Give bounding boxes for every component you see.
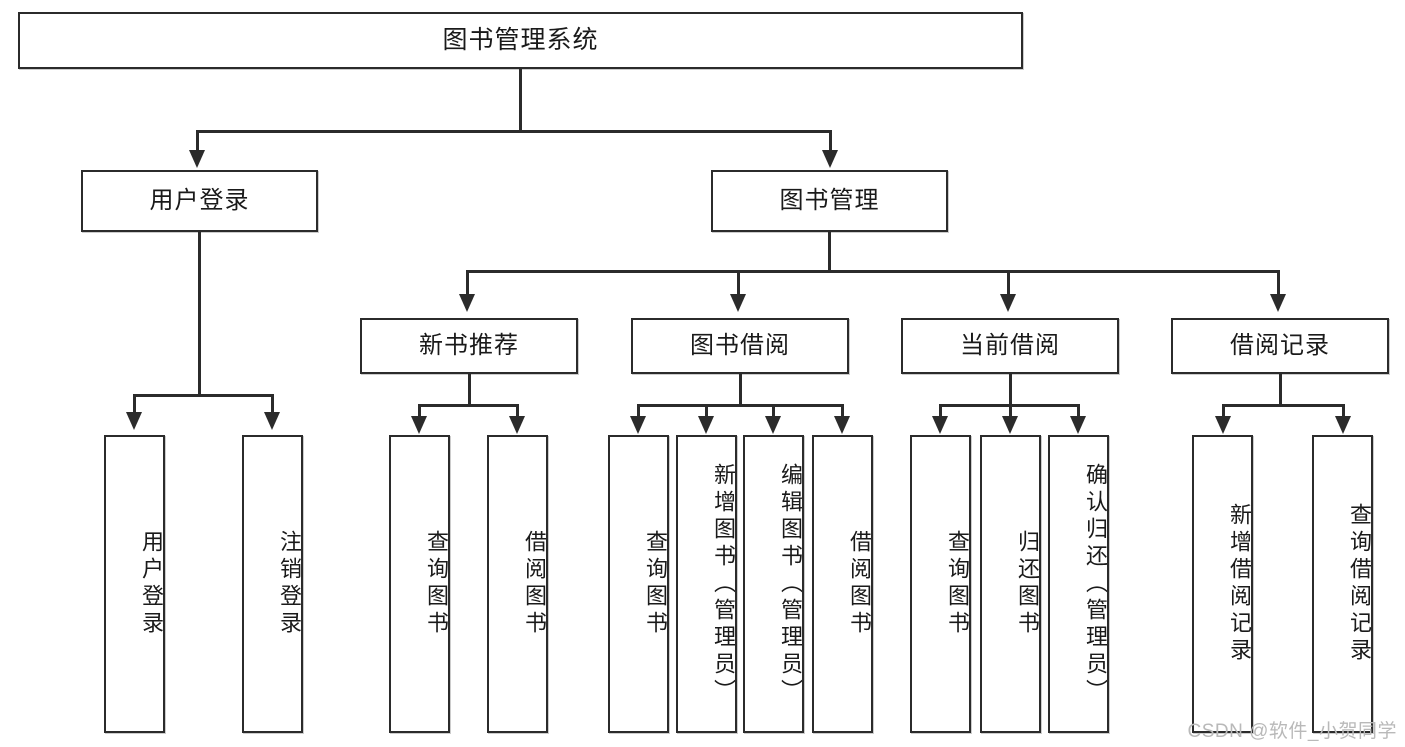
- edge-user-login-bus: [133, 394, 273, 397]
- arrowhead-leaf-edit-book: [765, 416, 781, 434]
- arrowhead-leaf-query-book-3: [932, 416, 948, 434]
- node-label: 查询图书: [945, 530, 970, 638]
- node-label: 新增借阅记录: [1227, 503, 1252, 665]
- edge-book-borrow-bus: [637, 404, 843, 407]
- edge-book-manage-stem: [828, 232, 831, 272]
- edge-drop-book-manage: [829, 130, 832, 157]
- node-label: 借阅图书: [522, 530, 547, 638]
- node-label: 图书管理系统: [442, 25, 599, 54]
- arrowhead-leaf-confirm-return: [1070, 416, 1086, 434]
- edge-drop-borrow-record: [1277, 270, 1280, 298]
- node-label: 用户登录: [149, 186, 250, 214]
- arrowhead-leaf-return-book: [1002, 416, 1018, 434]
- edge-new-book-recommend-bus: [418, 404, 518, 407]
- edge-drop-current-borrow: [1007, 270, 1010, 298]
- leaf-user-logout: 注销登录: [242, 435, 303, 733]
- arrowhead-leaf-user-login: [126, 412, 142, 430]
- edge-current-borrow-stem: [1009, 374, 1012, 406]
- leaf-borrow-book-1: 借阅图书: [487, 435, 548, 733]
- arrowhead-leaf-borrow-book-1: [509, 416, 525, 434]
- arrowhead-leaf-add-record: [1215, 416, 1231, 434]
- edge-level2-bus: [466, 270, 1280, 273]
- arrowhead-book-manage: [822, 150, 838, 168]
- node-label: 新书推荐: [419, 331, 519, 359]
- node-label: 查询图书: [643, 530, 668, 638]
- edge-borrow-record-bus: [1222, 404, 1344, 407]
- leaf-user-login: 用户登录: [104, 435, 165, 733]
- leaf-query-book-3: 查询图书: [910, 435, 971, 733]
- node-borrow-record: 借阅记录: [1171, 318, 1389, 374]
- edge-drop-user-login: [196, 130, 199, 157]
- edge-drop-leaf-borrow-book-1: [516, 404, 519, 420]
- edge-drop-book-borrow: [737, 270, 740, 298]
- node-label: 编辑图书（管理员）: [778, 462, 803, 706]
- node-label: 借阅记录: [1230, 331, 1330, 359]
- node-label: 当前借阅: [960, 331, 1060, 359]
- node-label: 图书管理: [779, 186, 880, 214]
- node-user-login: 用户登录: [81, 170, 318, 232]
- arrowhead-leaf-borrow-book-2: [834, 416, 850, 434]
- node-label: 查询借阅记录: [1347, 503, 1372, 665]
- node-label: 图书借阅: [690, 331, 790, 359]
- node-book-manage: 图书管理: [711, 170, 948, 232]
- leaf-confirm-return: 确认归还（管理员）: [1048, 435, 1109, 733]
- arrowhead-new-book-recommend: [459, 294, 475, 312]
- node-label: 注销登录: [277, 530, 302, 638]
- edge-root-stem: [519, 69, 522, 131]
- leaf-query-book-2: 查询图书: [608, 435, 669, 733]
- edge-book-borrow-stem: [739, 374, 742, 406]
- edge-drop-leaf-user-login: [133, 394, 136, 416]
- edge-borrow-record-stem: [1279, 374, 1282, 406]
- arrowhead-leaf-query-record: [1335, 416, 1351, 434]
- leaf-borrow-book-2: 借阅图书: [812, 435, 873, 733]
- node-new-book-recommend: 新书推荐: [360, 318, 578, 374]
- edge-drop-leaf-return-book: [1009, 404, 1012, 420]
- node-label: 新增图书（管理员）: [711, 462, 736, 706]
- edge-drop-leaf-query-book-3: [939, 404, 942, 420]
- arrowhead-leaf-query-book-1: [411, 416, 427, 434]
- arrowhead-current-borrow: [1000, 294, 1016, 312]
- edge-drop-leaf-add-record: [1222, 404, 1225, 420]
- edge-root-bus: [196, 130, 831, 133]
- csdn-watermark: CSDN @软件_小贺同学: [1187, 721, 1397, 742]
- node-root-book-management-system: 图书管理系统: [18, 12, 1023, 69]
- edge-drop-leaf-add-book: [705, 404, 708, 420]
- arrowhead-leaf-user-logout: [264, 412, 280, 430]
- leaf-add-record: 新增借阅记录: [1192, 435, 1253, 733]
- leaf-query-record: 查询借阅记录: [1312, 435, 1373, 733]
- edge-drop-leaf-query-record: [1342, 404, 1345, 420]
- leaf-edit-book: 编辑图书（管理员）: [743, 435, 804, 733]
- arrowhead-user-login: [189, 150, 205, 168]
- arrowhead-leaf-query-book-2: [630, 416, 646, 434]
- node-label: 归还图书: [1015, 530, 1040, 638]
- node-current-borrow: 当前借阅: [901, 318, 1119, 374]
- edge-new-book-recommend-stem: [468, 374, 471, 406]
- node-label: 确认归还（管理员）: [1083, 462, 1108, 706]
- node-label: 借阅图书: [847, 530, 872, 638]
- edge-drop-leaf-edit-book: [772, 404, 775, 420]
- arrowhead-leaf-add-book: [698, 416, 714, 434]
- edge-drop-leaf-query-book-2: [637, 404, 640, 420]
- node-book-borrow: 图书借阅: [631, 318, 849, 374]
- arrowhead-book-borrow: [730, 294, 746, 312]
- leaf-return-book: 归还图书: [980, 435, 1041, 733]
- edge-drop-leaf-confirm-return: [1077, 404, 1080, 420]
- edge-drop-leaf-user-logout: [271, 394, 274, 416]
- edge-drop-leaf-borrow-book-2: [841, 404, 844, 420]
- edge-drop-new-book-recommend: [466, 270, 469, 298]
- edge-drop-leaf-query-book-1: [418, 404, 421, 420]
- node-label: 用户登录: [139, 530, 164, 638]
- leaf-query-book-1: 查询图书: [389, 435, 450, 733]
- node-label: 查询图书: [424, 530, 449, 638]
- arrowhead-borrow-record: [1270, 294, 1286, 312]
- leaf-add-book: 新增图书（管理员）: [676, 435, 737, 733]
- edge-user-login-stem: [198, 232, 201, 396]
